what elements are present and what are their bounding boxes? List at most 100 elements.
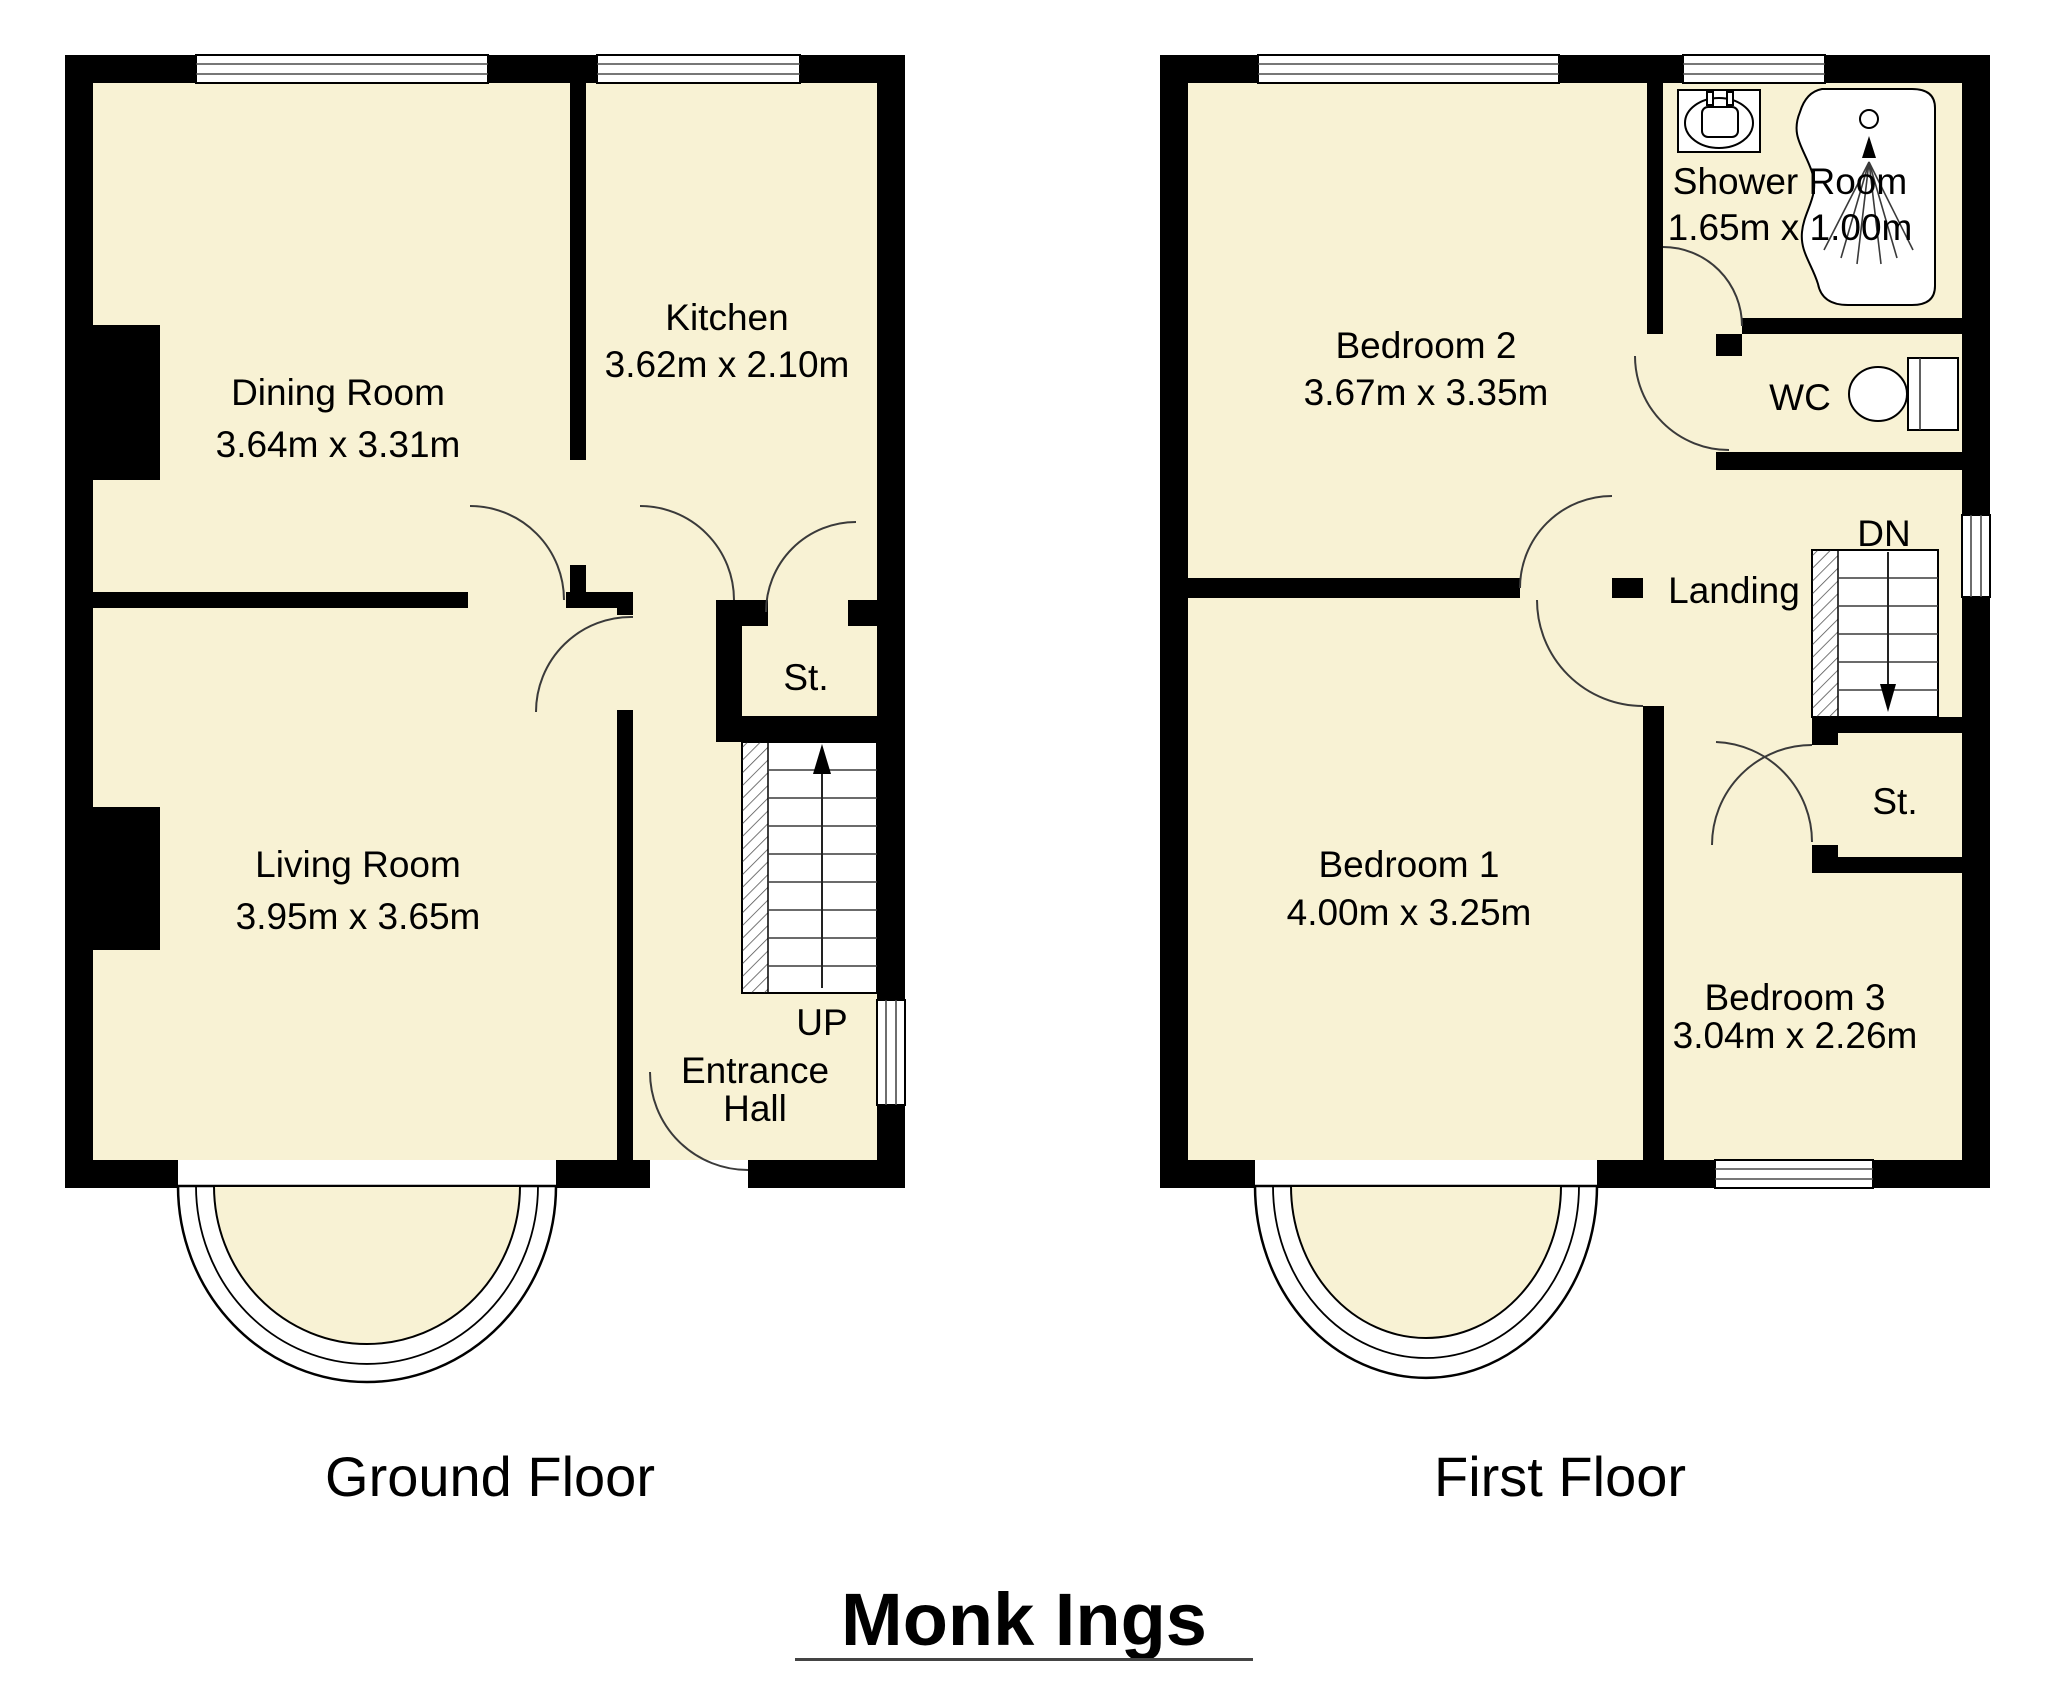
wall-segment bbox=[1873, 1160, 1990, 1188]
first-exterior-walls bbox=[1160, 55, 1990, 1188]
ground-floor-plan: Dining Room 3.64m x 3.31m Kitchen 3.62m … bbox=[65, 54, 906, 1384]
wall-segment bbox=[617, 592, 633, 615]
bay-middle-arc bbox=[1272, 1185, 1580, 1359]
bay-inner-arc bbox=[1289, 1185, 1563, 1339]
shower-room-label: Shower Room bbox=[1673, 161, 1907, 202]
landing-side-window bbox=[1961, 514, 1991, 598]
wall-segment bbox=[1962, 55, 1990, 515]
bedroom3-label: Bedroom 3 bbox=[1705, 977, 1886, 1018]
first-floor-caption: First Floor bbox=[1434, 1445, 1686, 1508]
shower-head-arrow bbox=[1862, 136, 1876, 158]
wall-segment bbox=[1962, 597, 1990, 1188]
bedroom3-window bbox=[1714, 1159, 1874, 1189]
ground-staircase bbox=[741, 741, 878, 994]
first-interior-walls bbox=[1188, 83, 1962, 1188]
first-bay-window bbox=[1253, 1184, 1599, 1380]
store-door-arc bbox=[765, 521, 857, 613]
hall-side-window bbox=[876, 999, 906, 1106]
first-staircase bbox=[1811, 549, 1939, 718]
ground-exterior-walls bbox=[65, 55, 905, 1188]
bedroom2-dims: 3.67m x 3.35m bbox=[1304, 372, 1549, 413]
dining-room-label: Dining Room bbox=[231, 372, 445, 413]
kitchen-window bbox=[596, 54, 801, 84]
dining-window bbox=[195, 54, 489, 84]
bedroom3-door-arc bbox=[1715, 741, 1814, 843]
shower-room-dims: 1.65m x 1.00m bbox=[1668, 207, 1913, 248]
bedroom1-door-arc bbox=[1536, 599, 1644, 707]
first-store-label: St. bbox=[1872, 781, 1917, 822]
bedroom1-dims: 4.00m x 3.25m bbox=[1287, 892, 1532, 933]
wall-segment bbox=[1742, 318, 1962, 334]
bay-inner-arc bbox=[212, 1185, 522, 1345]
kitchen-dims: 3.62m x 2.10m bbox=[605, 344, 850, 385]
dining-room-dims: 3.64m x 3.31m bbox=[216, 424, 461, 465]
dining-door-arc bbox=[469, 505, 565, 601]
captions: Ground Floor First Floor Monk Ings bbox=[325, 1445, 1686, 1661]
dn-label: DN bbox=[1857, 513, 1910, 554]
sink-icon bbox=[1677, 89, 1761, 153]
ground-store-label: St. bbox=[783, 657, 828, 698]
ground-bay-window bbox=[176, 1184, 558, 1384]
first-fixtures bbox=[1677, 88, 1959, 431]
living-room-door-arc bbox=[535, 615, 634, 713]
ground-interior-walls bbox=[93, 83, 877, 1188]
shower-room-window bbox=[1682, 54, 1826, 84]
shower-door-arc bbox=[1662, 246, 1743, 327]
wall-segment bbox=[1559, 55, 1683, 83]
wall-segment bbox=[556, 1160, 650, 1188]
bedroom3-dims: 3.04m x 2.26m bbox=[1673, 1015, 1918, 1056]
bedroom2-window bbox=[1257, 54, 1560, 84]
entrance-hall-label-line1: Entrance bbox=[681, 1050, 829, 1091]
bedroom1-label: Bedroom 1 bbox=[1319, 844, 1500, 885]
shower-spray-lines bbox=[1823, 161, 1914, 265]
wall-segment bbox=[488, 55, 597, 83]
entrance-hall-label-line2: Hall bbox=[723, 1088, 787, 1129]
wall-segment bbox=[877, 55, 905, 1000]
wc-label: WC bbox=[1769, 377, 1831, 418]
wc-door-arc bbox=[1634, 355, 1730, 451]
ground-doors bbox=[469, 505, 857, 1171]
landing-label: Landing bbox=[1668, 570, 1800, 611]
wall-segment bbox=[1188, 578, 1520, 598]
wall-segment bbox=[1812, 717, 1838, 745]
wall-segment bbox=[1160, 1160, 1255, 1188]
wall-segment bbox=[748, 1160, 905, 1188]
wall-segment bbox=[1647, 83, 1663, 334]
wall-segment bbox=[716, 716, 877, 742]
wall-segment bbox=[1643, 706, 1664, 1188]
wall-segment bbox=[617, 710, 633, 1188]
first-floor-plan: Bedroom 2 3.67m x 3.35m Shower Room 1.65… bbox=[1160, 54, 1991, 1380]
first-windows bbox=[1257, 54, 1991, 1189]
kitchen-label: Kitchen bbox=[665, 297, 788, 338]
ground-floor-caption: Ground Floor bbox=[325, 1445, 655, 1508]
wall-segment bbox=[1160, 55, 1188, 1188]
chimney-breast bbox=[93, 325, 160, 480]
ground-windows bbox=[195, 54, 906, 1106]
wall-segment bbox=[1716, 452, 1962, 470]
front-door-arc bbox=[649, 1071, 749, 1171]
chimney-breast bbox=[93, 807, 160, 950]
down-arrow-icon bbox=[1880, 684, 1896, 712]
wall-segment bbox=[566, 592, 633, 608]
title-underline bbox=[795, 1658, 1253, 1661]
wall-segment bbox=[1716, 334, 1742, 356]
wall-segment bbox=[65, 1160, 178, 1188]
wall-segment bbox=[1838, 717, 1962, 733]
wall-segment bbox=[93, 592, 468, 608]
stairs-stringer-hatch bbox=[741, 741, 769, 994]
wall-segment bbox=[65, 55, 93, 1188]
bedroom2-label: Bedroom 2 bbox=[1336, 325, 1517, 366]
shower-tray-icon bbox=[1795, 88, 1936, 306]
up-arrow-icon bbox=[813, 744, 831, 774]
ground-labels: Dining Room 3.64m x 3.31m Kitchen 3.62m … bbox=[216, 297, 850, 1129]
living-room-dims: 3.95m x 3.65m bbox=[236, 896, 481, 937]
wall-segment bbox=[716, 600, 768, 626]
wall-segment bbox=[570, 83, 586, 460]
wall-segment bbox=[848, 600, 877, 626]
living-room-label: Living Room bbox=[255, 844, 461, 885]
first-labels: Bedroom 2 3.67m x 3.35m Shower Room 1.65… bbox=[1287, 161, 1918, 1056]
bay-middle-arc bbox=[195, 1185, 539, 1365]
toilet-icon bbox=[1848, 357, 1959, 431]
first-doors bbox=[1519, 246, 1814, 846]
